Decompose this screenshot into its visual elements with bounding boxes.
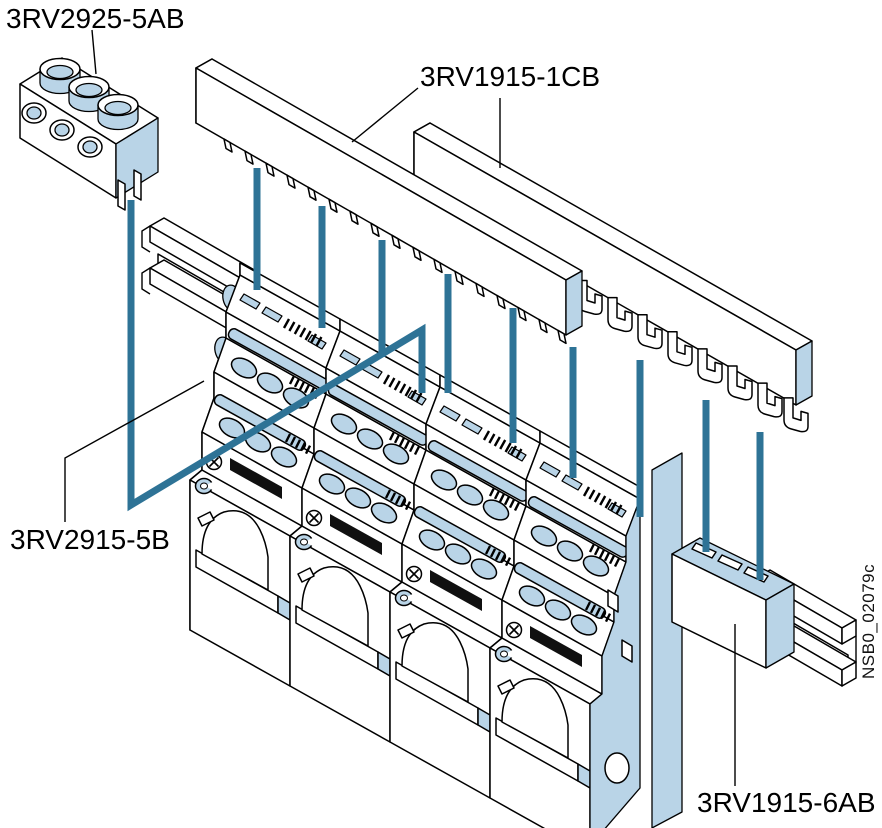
figure-code: NSB0_02079c bbox=[859, 564, 878, 679]
busbar-rear-endcap bbox=[795, 340, 813, 406]
label-infeed-terminal: 3RV2925-5AB bbox=[6, 3, 185, 34]
label-lateral-module: 3RV1915-6AB bbox=[697, 787, 876, 818]
lateral-plate bbox=[651, 452, 683, 828]
leader-lines bbox=[64, 29, 736, 786]
label-feeder-link: 3RV2915-5B bbox=[10, 524, 170, 555]
breaker-right-side bbox=[589, 486, 641, 828]
label-busbar: 3RV1915-1CB bbox=[420, 61, 600, 92]
lateral-infeed-module bbox=[671, 537, 795, 669]
busbar-rear bbox=[413, 122, 813, 433]
connector-drop-lines bbox=[253, 168, 764, 580]
feeder-link-wire bbox=[127, 200, 426, 512]
infeed-cylinders bbox=[39, 57, 139, 131]
infeed-pins bbox=[117, 169, 142, 211]
infeed-terminal-block bbox=[19, 57, 159, 211]
busbar-claw-terminals bbox=[577, 279, 809, 433]
busbar-front bbox=[195, 58, 583, 345]
busbar-pin-contacts bbox=[223, 138, 567, 345]
busbar-front-endcap bbox=[565, 270, 583, 336]
din-rail-left bbox=[141, 217, 257, 338]
